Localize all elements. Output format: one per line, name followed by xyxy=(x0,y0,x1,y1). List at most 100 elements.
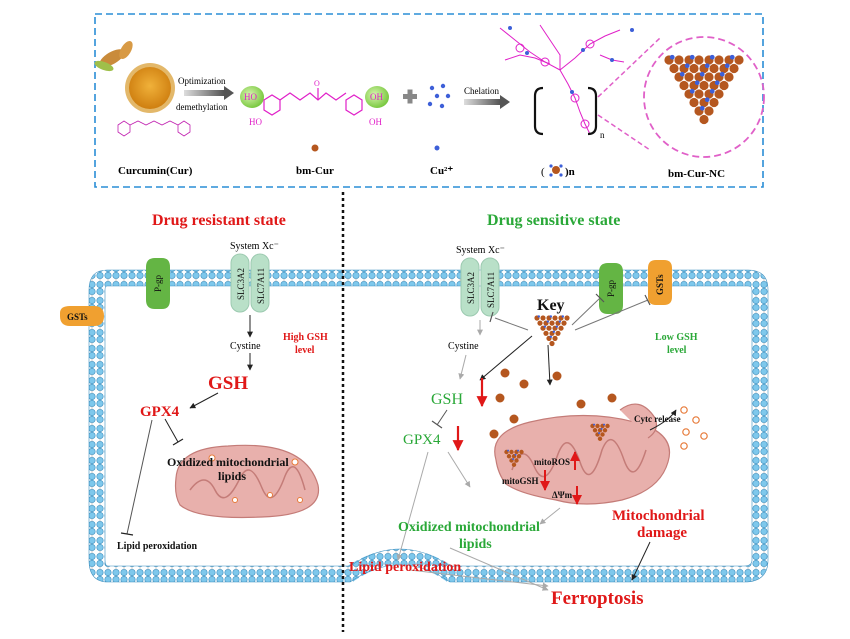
left-oxidized-lipids-label-1: Oxidized mitochondrial xyxy=(167,455,289,469)
left-pgp-transporter: P-gp xyxy=(146,258,170,309)
cluster-particle xyxy=(714,55,724,65)
cluster-cu-ion xyxy=(552,330,556,333)
cluster-particle xyxy=(519,449,524,455)
cluster-cu-ion xyxy=(689,88,695,94)
cluster-particle xyxy=(597,436,603,441)
polymer-network-structure xyxy=(499,24,625,135)
key-label: Key xyxy=(537,297,565,314)
cluster-particle xyxy=(543,330,549,336)
cluster-cu-ion xyxy=(561,315,565,318)
cluster-particle xyxy=(564,315,570,321)
cluster-cu-ion xyxy=(517,449,520,452)
cluster-cu-ion xyxy=(704,97,710,103)
cluster-particle xyxy=(679,80,689,91)
cluster-particle xyxy=(699,114,709,125)
cluster-cu-ion xyxy=(679,71,685,77)
mitoros-label: mitoROS xyxy=(534,457,570,467)
cluster-particle xyxy=(552,315,558,321)
right-slc7a11-label: SLC7A11 xyxy=(486,272,496,308)
zoom-line-bottom xyxy=(597,114,651,151)
cluster-particle xyxy=(600,432,605,437)
turmeric-root-icon xyxy=(94,40,133,72)
cluster-cu-ion xyxy=(714,80,720,86)
cluster-particle xyxy=(558,325,564,331)
cluster-cu-ion xyxy=(699,71,705,77)
cluster-cu-ion xyxy=(537,315,541,318)
cluster-cu-ion xyxy=(593,423,596,426)
chelation-arrow xyxy=(464,99,500,105)
left-slc3a2-label: SLC3A2 xyxy=(236,268,246,300)
cluster-particle xyxy=(709,63,719,74)
cluster-particle xyxy=(689,97,699,108)
bm-cur-nc-cluster xyxy=(664,54,744,125)
left-gsh-label: GSH xyxy=(208,373,248,394)
cluster-particle xyxy=(561,320,567,326)
right-mitochondrion xyxy=(494,403,670,505)
cluster-particle xyxy=(714,89,724,99)
svg-text:(: ( xyxy=(541,166,545,178)
cluster-cu-ion xyxy=(724,63,730,69)
cluster-cu-ion xyxy=(694,80,700,86)
right-gsts-label: GSTs xyxy=(655,274,665,295)
top-panel-border xyxy=(94,13,764,188)
zoom-line-top xyxy=(597,37,661,98)
right-slc3a2-label: SLC3A2 xyxy=(466,272,476,304)
bm-cur-nc-label: bm-Cur-NC xyxy=(668,168,725,180)
cluster-particle xyxy=(552,335,558,341)
cluster-particle xyxy=(669,63,679,74)
polymer-cu-sites xyxy=(508,26,634,94)
cluster-particle xyxy=(704,72,714,82)
bracket-left xyxy=(533,86,544,136)
mito-damage-label-1: Mitochondrial xyxy=(612,508,705,524)
cluster-particle xyxy=(694,55,704,65)
cluster-particle xyxy=(674,55,684,65)
cluster-cu-ion xyxy=(684,63,690,69)
left-cystine-label: Cystine xyxy=(230,341,261,352)
demethylation-label: demethylation xyxy=(176,102,228,112)
oh-label-right: OH xyxy=(370,92,383,102)
cluster-particle xyxy=(592,428,598,433)
ho-label-left: HO xyxy=(244,92,257,102)
cluster-particle xyxy=(729,63,739,74)
low-gsh-label-2: level xyxy=(667,345,687,356)
cluster-particle xyxy=(724,72,734,82)
chelation-label: Chelation xyxy=(464,86,499,96)
optimization-arrow xyxy=(184,90,224,96)
cluster-cu-ion xyxy=(514,453,517,456)
cluster-particle xyxy=(509,449,514,455)
cluster-particle xyxy=(689,63,699,74)
left-gsts-protein: GSTs xyxy=(60,306,104,326)
cluster-particle xyxy=(734,55,744,65)
cluster-particle xyxy=(555,330,561,336)
left-mitochondrion xyxy=(174,444,320,519)
o-label-molecule: O xyxy=(314,79,320,88)
right-oxidized-lipids-label-1: Oxidized mitochondrial xyxy=(398,520,540,535)
cluster-cu-ion xyxy=(704,63,710,69)
cluster-particle xyxy=(699,80,709,91)
mitogsh-label: mitoGSH xyxy=(502,476,539,486)
cluster-cu-ion xyxy=(709,88,715,94)
cluster-particle xyxy=(549,340,555,347)
cytc-particles xyxy=(680,406,708,450)
oh-label-bottom-right: OH xyxy=(369,117,382,127)
cluster-particle xyxy=(704,106,714,116)
cluster-particle xyxy=(540,315,546,321)
curcumin-powder-bowl-icon xyxy=(125,63,175,113)
left-slc7a11-label: SLC7A11 xyxy=(256,268,266,304)
cluster-particle xyxy=(694,89,704,99)
plus-icon xyxy=(403,89,417,104)
cluster-cu-ion xyxy=(719,71,725,77)
right-cystine-label: Cystine xyxy=(448,341,479,352)
right-gsh-label: GSH xyxy=(431,391,463,408)
delta-psi-label: ΔΨm xyxy=(552,490,573,500)
left-oxidized-lipids-label-2: lipids xyxy=(218,469,246,483)
curcumin-label: Curcumin(Cur) xyxy=(118,165,193,177)
right-oxidized-lipids-label-2: lipids xyxy=(459,537,492,552)
n-small-label: )n xyxy=(565,166,575,178)
left-system-xc-transporter: SLC3A2 SLC7A11 xyxy=(230,253,270,313)
right-system-xc-label: System Xc⁻ xyxy=(456,245,505,256)
cluster-particle xyxy=(546,325,552,331)
left-gsts-label: GSTs xyxy=(67,312,88,322)
cluster-particle xyxy=(511,462,517,467)
